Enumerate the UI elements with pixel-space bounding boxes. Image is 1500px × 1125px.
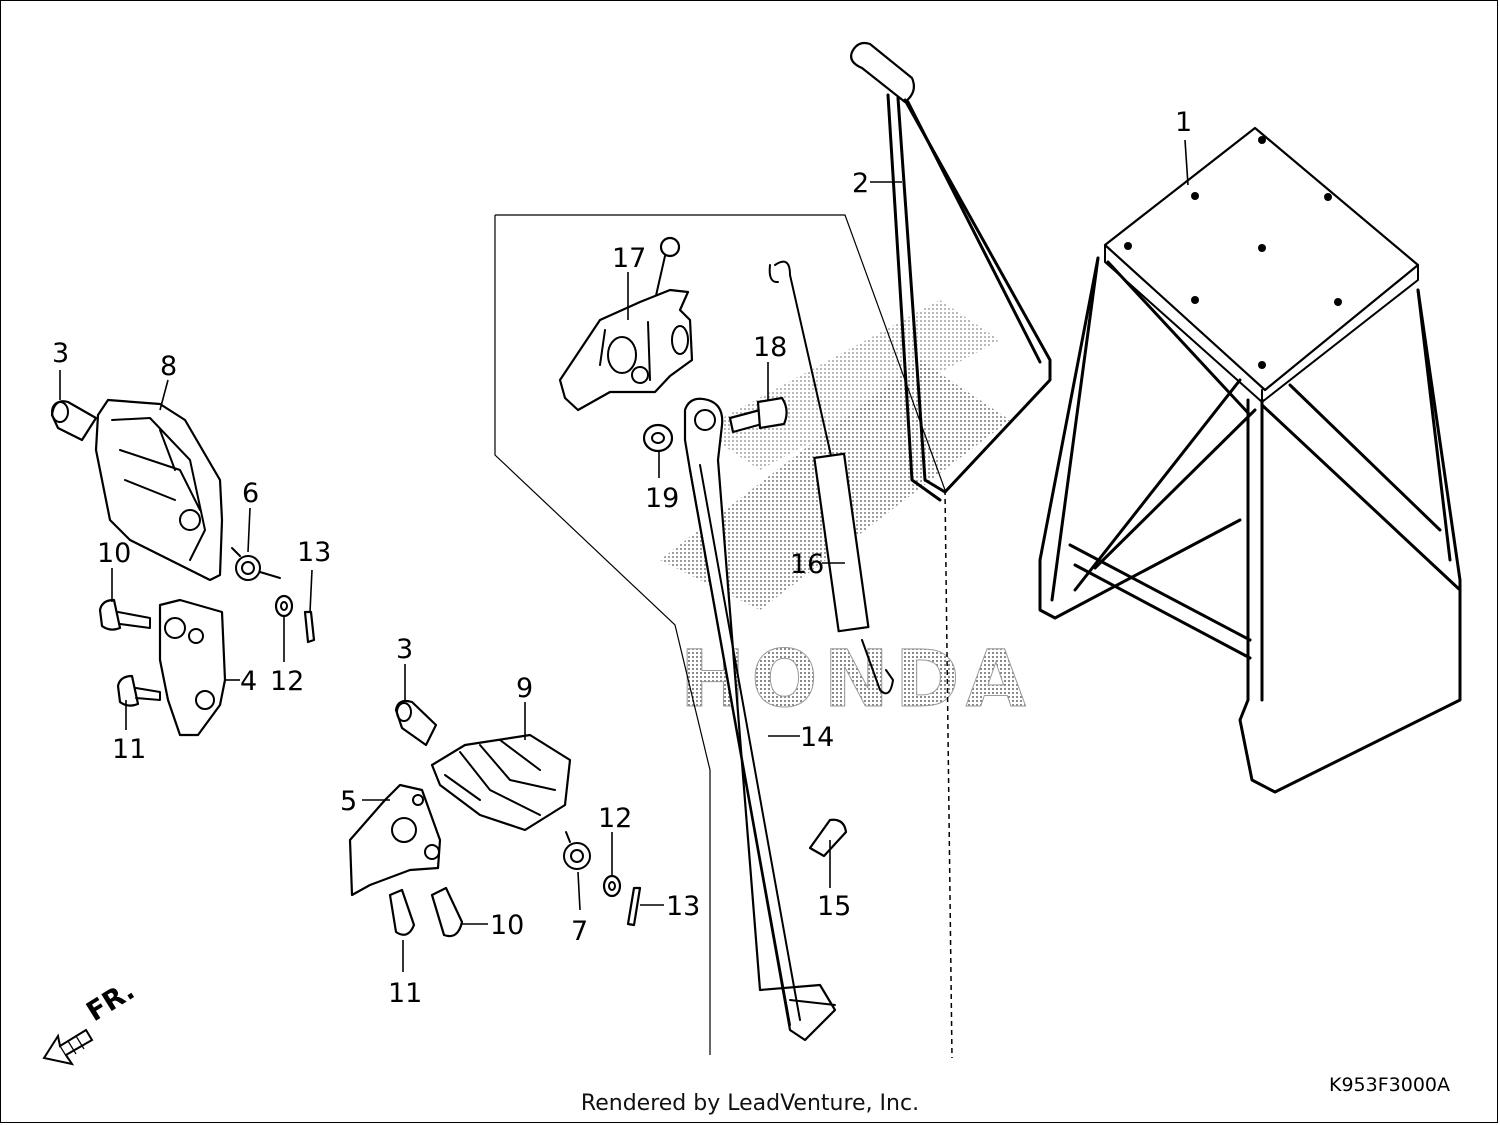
part-9-footpeg xyxy=(430,733,572,832)
callout-1: 1 xyxy=(1175,107,1192,138)
callout-11-lower: 11 xyxy=(388,978,422,1009)
callout-9: 9 xyxy=(516,673,533,704)
callout-12-lower: 12 xyxy=(598,803,632,834)
part-1-stand xyxy=(1038,126,1462,794)
part-13-cotter-upper xyxy=(303,610,316,644)
callout-12-upper: 12 xyxy=(270,666,304,697)
callout-18: 18 xyxy=(753,332,787,363)
part-10-bolt-upper xyxy=(98,598,151,631)
callout-6: 6 xyxy=(242,478,259,509)
callout-7: 7 xyxy=(571,916,588,947)
part-2-stand-lever xyxy=(850,41,1052,502)
part-6-spring-upper xyxy=(231,547,281,581)
part-16-spring xyxy=(768,260,894,695)
callout-8: 8 xyxy=(160,351,177,382)
part-15-pin xyxy=(808,818,848,858)
part-4-bracket xyxy=(158,598,227,737)
callout-11-upper: 11 xyxy=(112,734,146,765)
callout-10-upper: 10 xyxy=(97,538,131,569)
callout-4: 4 xyxy=(240,666,257,697)
callout-labels: 1 2 3 8 6 10 13 4 12 11 17 18 19 16 14 3… xyxy=(52,107,1192,1009)
part-8-footpeg xyxy=(94,398,224,582)
callout-16: 16 xyxy=(790,549,824,580)
callout-10-lower: 10 xyxy=(490,910,524,941)
part-10-bolt-lower xyxy=(430,886,464,938)
part-17-bracket xyxy=(558,236,694,412)
kit-group-outline xyxy=(494,214,946,1055)
callout-19: 19 xyxy=(645,483,679,514)
footer-credit: Rendered by LeadVenture, Inc. xyxy=(580,1091,920,1116)
leader-lines xyxy=(59,139,1189,972)
part-13-cotter-lower xyxy=(626,886,642,927)
callout-2: 2 xyxy=(852,168,869,199)
callout-15: 15 xyxy=(817,891,851,922)
callout-13-upper: 13 xyxy=(297,537,331,568)
part-18-bolt xyxy=(728,396,788,434)
group-dashed-edge xyxy=(944,489,953,1059)
callout-5: 5 xyxy=(340,786,357,817)
part-19-nut xyxy=(642,423,674,453)
part-12-washer-lower xyxy=(602,874,622,898)
callout-13-lower: 13 xyxy=(666,891,700,922)
part-7-spring-lower xyxy=(563,831,591,870)
front-direction-arrow: FR. xyxy=(42,975,140,1066)
part-3-collar-upper xyxy=(50,400,98,442)
callout-3-lower: 3 xyxy=(396,634,413,665)
callout-17: 17 xyxy=(612,243,646,274)
part-5-bracket xyxy=(348,783,442,897)
part-11-bolt-lower xyxy=(388,888,416,936)
diagram-code: K953F3000A xyxy=(1328,1074,1450,1096)
part-11-bolt-upper xyxy=(116,674,161,707)
callout-3-upper: 3 xyxy=(52,338,69,369)
part-14-kickstand xyxy=(683,397,837,1042)
callout-14: 14 xyxy=(800,722,834,753)
part-12-washer-upper xyxy=(274,594,294,618)
part-3-collar-lower xyxy=(394,699,438,747)
front-direction-label: FR. xyxy=(81,975,140,1028)
